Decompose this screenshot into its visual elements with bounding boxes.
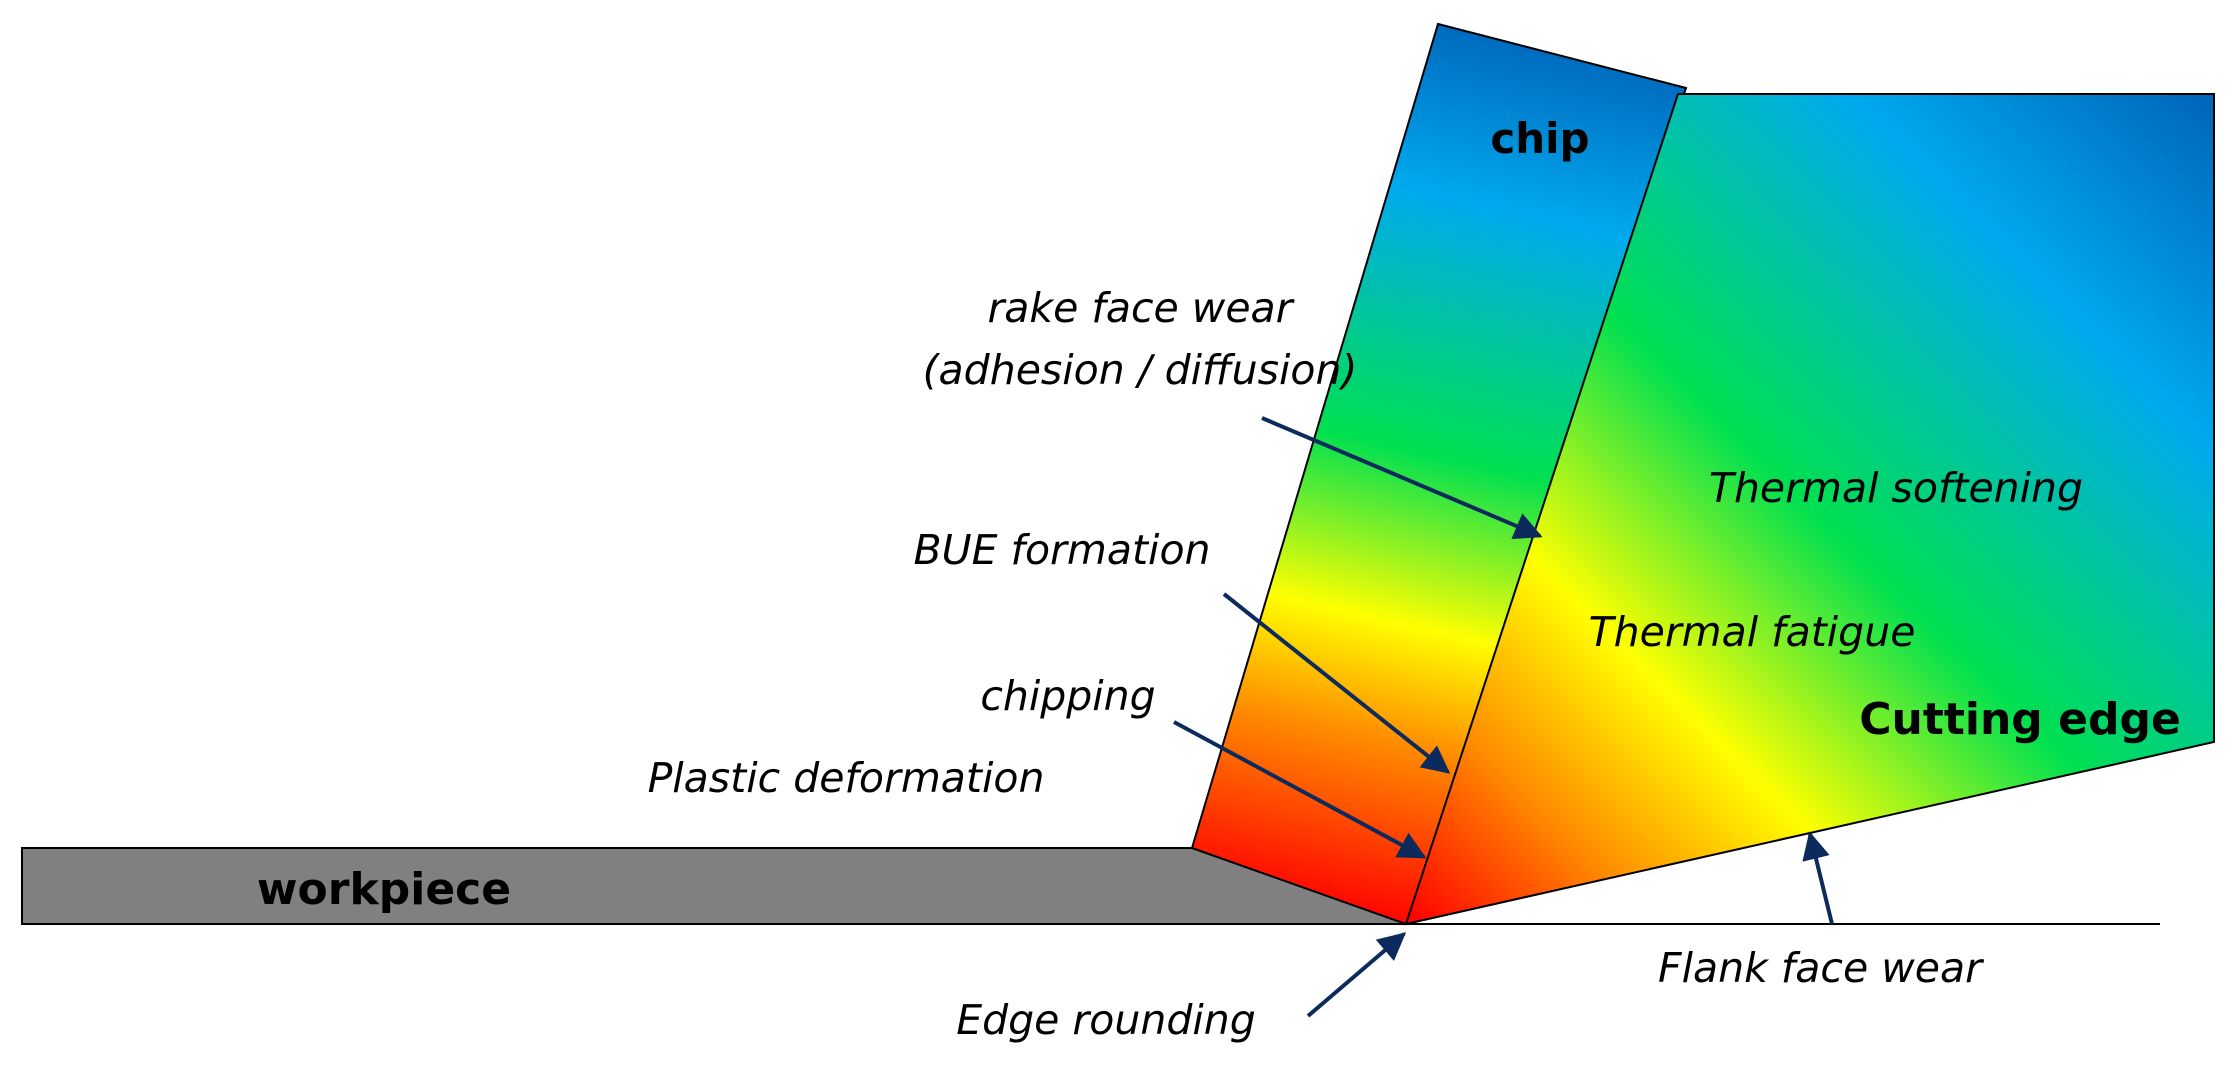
cutting-tool-shape [1404,93,2215,926]
arrow-rake-face-wear [1261,416,1543,540]
label-flank-face-wear: Flank face wear [1658,944,1984,992]
label-bue-formation: BUE formation [913,526,1210,574]
label-cutting-edge: Cutting edge [1859,694,2181,745]
label-rake-face-wear-line1: rake face wear [987,284,1294,332]
label-edge-rounding: Edge rounding [956,996,1256,1044]
arrow-flank-face-wear [1802,831,1834,925]
arrow-bue-formation [1222,592,1451,774]
label-thermal-softening: Thermal softening [1709,464,2083,512]
workpiece-shape [21,847,1409,925]
label-rake-face-wear-line2: (adhesion / diffusion) [923,346,1358,394]
arrow-edge-rounding [1306,932,1407,1018]
arrow-chipping [1173,720,1427,859]
label-thermal-fatigue: Thermal fatigue [1589,608,1916,656]
label-chipping: chipping [980,672,1155,720]
chip-shape [1190,22,1688,926]
label-chip: chip [1490,114,1589,163]
label-workpiece: workpiece [257,864,511,915]
label-plastic-deformation: Plastic deformation [648,754,1045,802]
